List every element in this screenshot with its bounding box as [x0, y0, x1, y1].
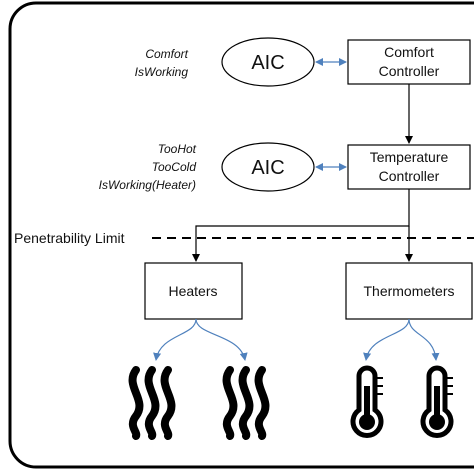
thermometer-icon: [350, 365, 384, 438]
heaters-arrow-left: [153, 318, 197, 361]
aic-top-property-0: Comfort: [145, 47, 188, 61]
heaters-arrow-right: [195, 318, 248, 361]
heaters-box[interactable]: [144, 262, 243, 320]
thermometers-label: Thermometers: [363, 283, 454, 299]
steam-icon: [222, 366, 270, 440]
steam-icon: [128, 366, 176, 440]
temperature-controller-box[interactable]: [347, 144, 471, 190]
thermometers-arrow-left: [363, 318, 410, 361]
thermometer-icon: [420, 365, 454, 438]
outer-frame: [8, 1, 474, 469]
comfort-controller-line2: Controller: [379, 63, 440, 79]
thermometers-arrow-right: [408, 318, 440, 361]
temperature-controller-line2: Controller: [379, 168, 440, 184]
aic-bottom-property-2: IsWorking(Heater): [99, 178, 196, 192]
aic-top-label: AIC: [251, 52, 284, 74]
thermometers-box[interactable]: [345, 262, 473, 320]
temperature-controller-line1: Temperature: [370, 149, 449, 165]
heaters-label: Heaters: [168, 283, 217, 299]
aic-bottom-label: AIC: [251, 157, 284, 179]
temperature-to-heaters-connector: [192, 189, 410, 262]
aic-bottom-property-1: TooCold: [152, 160, 197, 174]
aic-bottom-property-0: TooHot: [158, 142, 197, 156]
comfort-controller-box[interactable]: [347, 39, 471, 85]
aic-bottom-ellipse[interactable]: [221, 142, 315, 192]
aic-top-ellipse[interactable]: [221, 37, 315, 87]
aic-top-property-1: IsWorking: [135, 65, 189, 79]
penetrability-limit-label: Penetrability Limit: [14, 230, 125, 246]
comfort-controller-line1: Comfort: [384, 44, 434, 60]
